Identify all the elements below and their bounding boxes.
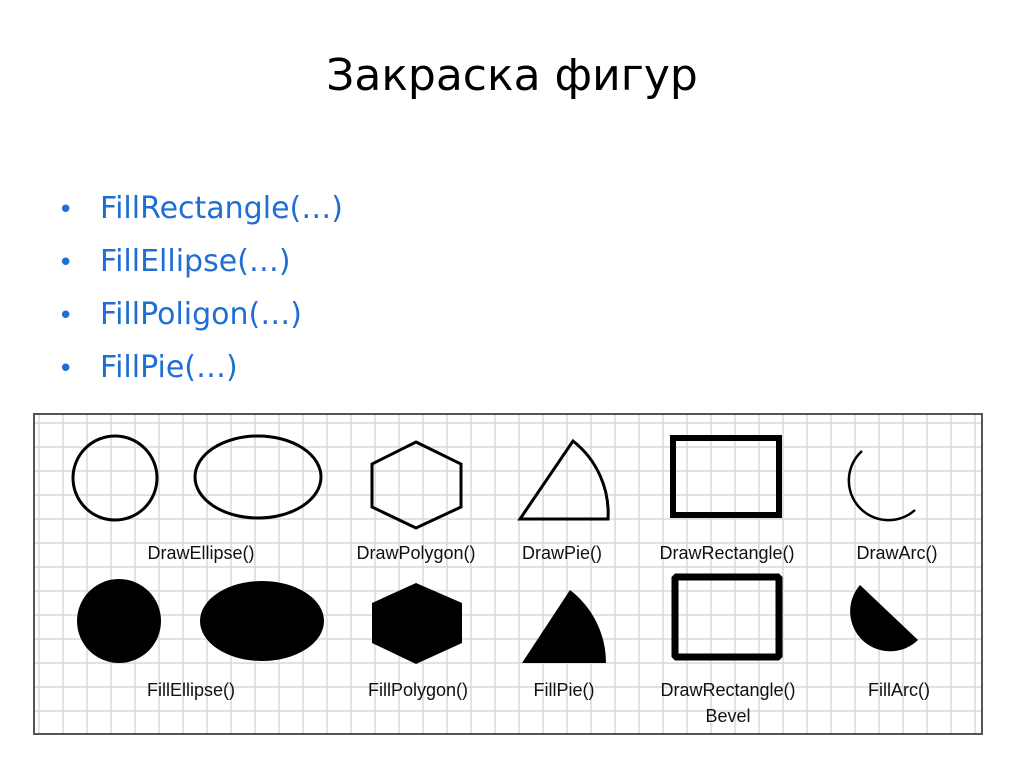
bullet-item: • FillPoligon(…)	[58, 288, 343, 341]
label-draw-rectangle-bevel: DrawRectangle()	[660, 680, 795, 700]
bullet-item: • FillPie(…)	[58, 341, 343, 394]
bullet-item: • FillEllipse(…)	[58, 235, 343, 288]
draw-ellipse-circle	[71, 434, 159, 522]
bullet-dot-icon: •	[58, 354, 74, 384]
draw-ellipse-oval	[193, 434, 323, 520]
bullet-list: • FillRectangle(…) • FillEllipse(…) • FillP…	[58, 182, 343, 394]
shapes-figure: DrawEllipse() DrawPolygon() DrawPie() Dr…	[33, 413, 983, 735]
draw-rectangle-bevel-shape	[671, 573, 783, 661]
bullet-dot-icon: •	[58, 301, 74, 331]
label-fill-arc: FillArc()	[868, 680, 930, 700]
fill-ellipse-circle	[77, 579, 161, 663]
label-fill-ellipse: FillEllipse()	[147, 680, 235, 700]
fill-pie-shape	[522, 590, 606, 663]
draw-pie-shape	[517, 438, 610, 521]
label-draw-arc: DrawArc()	[857, 543, 938, 563]
label-draw-ellipse: DrawEllipse()	[147, 543, 254, 563]
shapes-figure-canvas: DrawEllipse() DrawPolygon() DrawPie() Dr…	[35, 415, 981, 733]
label-fill-polygon: FillPolygon()	[368, 680, 468, 700]
label-draw-polygon: DrawPolygon()	[356, 543, 475, 563]
figure-grid	[35, 415, 981, 733]
slide-title: Закраска фигур	[326, 50, 698, 101]
bullet-item: • FillRectangle(…)	[58, 182, 343, 235]
bullet-text: FillRectangle(…)	[100, 191, 343, 226]
bullet-dot-icon: •	[58, 248, 74, 278]
label-fill-pie: FillPie()	[534, 680, 595, 700]
bullet-dot-icon: •	[58, 195, 74, 225]
label-draw-pie: DrawPie()	[522, 543, 602, 563]
label-bevel: Bevel	[705, 706, 750, 726]
bullet-text: FillPoligon(…)	[100, 297, 302, 332]
bullet-text: FillPie(…)	[100, 350, 238, 385]
bullet-text: FillEllipse(…)	[100, 244, 291, 279]
fill-polygon-hexagon	[372, 583, 462, 664]
draw-polygon-hexagon	[370, 440, 463, 530]
draw-arc-shape	[847, 450, 916, 522]
fill-arc-shape	[850, 585, 918, 652]
label-draw-rectangle: DrawRectangle()	[659, 543, 794, 563]
draw-rectangle-shape	[670, 435, 782, 518]
fill-ellipse-oval	[200, 581, 324, 661]
